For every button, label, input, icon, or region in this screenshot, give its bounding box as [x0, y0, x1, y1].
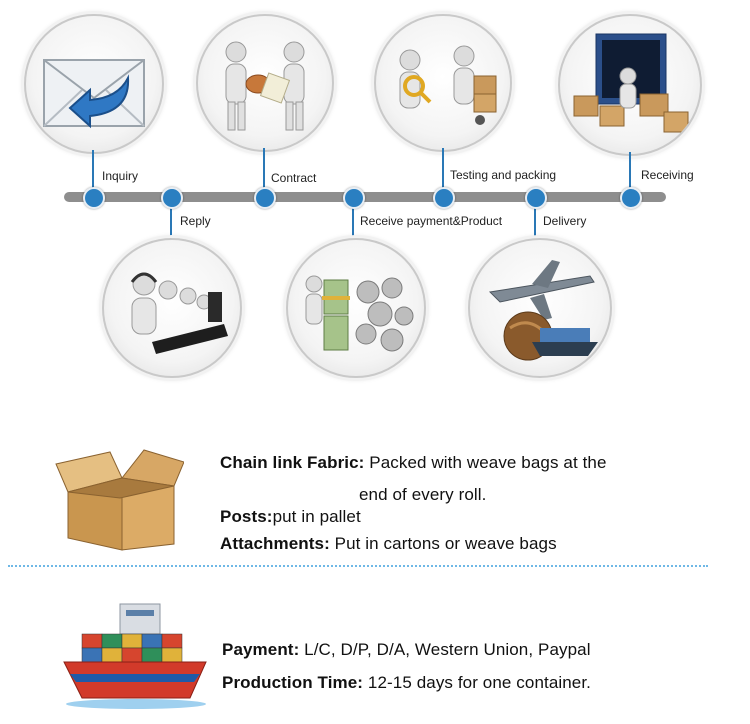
- timeline-stem: [629, 152, 631, 194]
- payment-terms-line: Payment: L/C, D/P, D/A, Western Union, P…: [222, 640, 591, 660]
- reply-illustration: [102, 238, 242, 378]
- cargo-ship-icon: [63, 603, 207, 709]
- timeline-dot-receiving: [620, 187, 642, 209]
- receiving-illustration: [558, 14, 702, 156]
- money-gears-icon: [305, 275, 414, 352]
- timeline-stem: [442, 148, 444, 194]
- container-boxes-icon: [573, 33, 689, 133]
- delivery-illustration: [468, 238, 612, 378]
- step-label-delivery: Delivery: [543, 214, 587, 228]
- production-title: Production Time:: [222, 673, 364, 692]
- posts-packing-line: Posts:put in pallet: [220, 507, 361, 527]
- step-label-reply: Reply: [180, 214, 211, 228]
- posts-title: Posts:: [220, 507, 273, 526]
- timeline-bar: [64, 192, 666, 202]
- posts-text: put in pallet: [272, 507, 361, 526]
- plane-globe-ship-icon: [488, 260, 598, 361]
- inquiry-illustration: [24, 14, 164, 154]
- timeline-dot-testing: [433, 187, 455, 209]
- timeline-stem: [534, 200, 536, 238]
- timeline-stem: [170, 200, 172, 240]
- envelope-reply-icon: [43, 59, 145, 129]
- fabric-title: Chain link Fabric:: [220, 453, 365, 472]
- payment-product-illustration: [286, 238, 426, 378]
- handshake-figures-icon: [225, 41, 305, 131]
- timeline-dot-delivery: [525, 187, 547, 209]
- timeline-stem: [263, 148, 265, 194]
- section-divider: [8, 565, 708, 567]
- step-label-receiving: Receiving: [641, 168, 694, 182]
- fabric-text: Packed with weave bags at the: [364, 453, 607, 472]
- testing-packing-illustration: [374, 14, 512, 152]
- timeline-stem: [352, 200, 354, 238]
- cardboard-box-illustration: [52, 446, 185, 556]
- call-center-icon: [130, 272, 228, 354]
- timeline-dot-reply: [161, 187, 183, 209]
- attachments-title: Attachments:: [220, 534, 330, 553]
- contract-illustration: [196, 14, 334, 152]
- attachments-packing-line: Attachments: Put in cartons or weave bag…: [220, 534, 557, 554]
- payment-title: Payment:: [222, 640, 300, 659]
- step-label-inquiry: Inquiry: [102, 169, 139, 183]
- timeline-stem: [92, 150, 94, 194]
- attachments-text: Put in cartons or weave bags: [329, 534, 557, 553]
- timeline-dot-inquiry: [83, 187, 105, 209]
- step-label-contract: Contract: [271, 171, 317, 185]
- payment-text: L/C, D/P, D/A, Western Union, Paypal: [299, 640, 591, 659]
- cargo-ship-illustration: [60, 600, 210, 710]
- timeline-dot-contract: [254, 187, 276, 209]
- fabric-packing-line: Chain link Fabric: Packed with weave bag…: [220, 453, 607, 473]
- timeline-dot-payment: [343, 187, 365, 209]
- production-time-line: Production Time: 12-15 days for one cont…: [222, 673, 591, 693]
- step-label-testing: Testing and packing: [450, 168, 557, 182]
- cardboard-box-icon: [55, 449, 185, 551]
- fabric-packing-line-cont: end of every roll.: [359, 485, 487, 504]
- inspection-cart-icon: [399, 45, 497, 125]
- production-text: 12-15 days for one container.: [363, 673, 592, 692]
- step-label-payment: Receive payment&Product: [360, 214, 503, 228]
